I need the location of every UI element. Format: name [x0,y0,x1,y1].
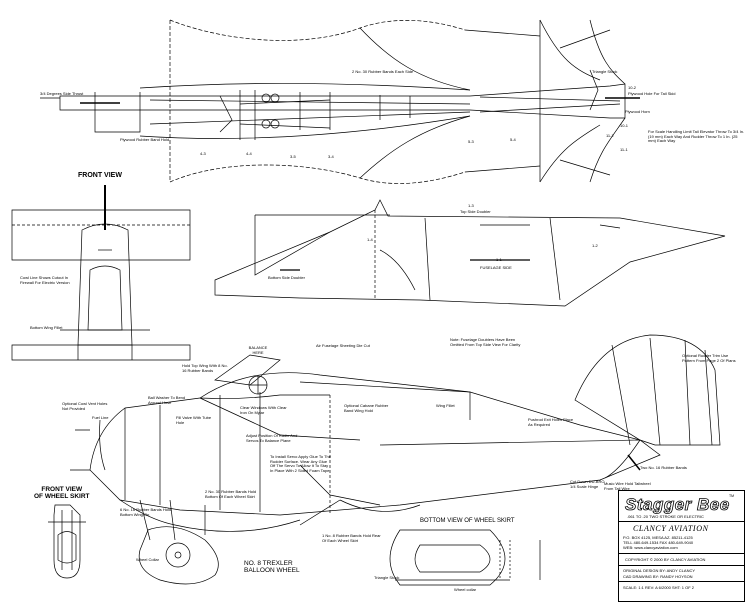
designer: ORIGINAL DESIGN BY: ANDY CLANCY [623,568,696,573]
side-view [70,334,721,585]
hold-top-wing-label: Hold Top Wing With 8 No. 16 Rubber Bands [182,363,228,373]
part-label: 11-2 [606,133,614,138]
bottom-view-title: BOTTOM VIEW OF WHEEL SKIRT [420,518,515,524]
part-label: 11-1 [620,147,628,152]
rubber-bands-note: 2 No. 30 Rubber Bands Each Side [352,69,414,74]
part-label: 10-2 [628,85,637,90]
part-label: 5-4 [510,137,516,142]
clear-windows-label: Clear Windows With Clear Iron On Mylar [240,405,287,415]
triangle-stock-label: Triangle Stock [592,69,618,74]
wheel-skirt-front [48,504,86,579]
wheel-collar-label: Wheel Collar [136,557,159,562]
fuel-line-label: Fuel Line [92,415,109,420]
music-wire-label: Music Wire Hold Tailwheel From Tail Wire [604,481,651,491]
fill-valve-label: Fill Valve With Tube Hole [176,415,212,425]
part-label: 10-1 [620,123,629,128]
wing-fillet-label: Wing Fillet [436,403,455,408]
wheel-name-label: NO. 8 TREXLER BALLOON WHEEL [244,560,300,574]
radio-position-label: Adjust Position Of Radio And Servos To B… [246,433,298,443]
plywood-rubber-band-hold: Plywood Rubber Band Hold [120,137,170,142]
bottom-side-doubler-label: Bottom Side Doubler [268,275,305,280]
front-view [11,185,191,361]
scale-handling-note: For Scale Handling Limit Tail Elevator T… [648,129,745,144]
fuselage-side-label: FUSELAGE SIDE [480,265,512,270]
part-label: 3-4 [328,154,334,159]
trim-tab-label: Optional Rudder Trim Use Pattern From Pa… [682,353,736,363]
part-label: 1-3 [468,203,474,208]
part-label: 3-5 [290,154,296,159]
plywood-hole-label: Plywood Hole For Tail Skid [628,91,676,96]
servo-note: To Install Servo Apply Glue To The Rudde… [270,454,331,473]
cad-drawer: CAD DRAWING BY: RANDY HOYSON [623,574,693,579]
triangle-stock-label-2: Triangle Stock [374,575,400,580]
stringers-note: Note: Fuselage Doublers Have Been Omitte… [450,337,521,347]
plywood-horn-label: Plywood Horn [625,109,650,114]
top-side-doubler-label: Top Side Doubler [460,209,491,214]
part-label: 1-2 [592,243,598,248]
wheel-band-note: 1 No. 8 Rubber Bands Hold Rear Of Each W… [322,533,381,543]
company-address: P.O. BOX 4125, MESA AZ. 85211-4125 [623,535,693,540]
wheel-bands-label: 2 No. 30 Rubber Bands Hold Bottom Of Eac… [205,489,257,499]
wheel-collar-label-2: Wheel collar [454,587,477,592]
bands-wing-label: 6 No. 16 Rubber Bands Hold Bottom Wing O… [120,507,172,517]
part-label: 1-4 [367,237,373,242]
fuselage-side-parts [214,199,726,307]
optional-cowl-label: Optional Cowl Vent Holes Not Provided [62,401,108,411]
pushrod-exit-label: Pushrod Exit Holes Place As Required [528,417,574,427]
engine-range: .061 TO .20 TWO STROKE OR ELECTRIC [627,514,704,519]
bottom-wing-fillet-label: Bottom Wing Fillet [30,325,63,330]
balance-label: BALANCE HERE [248,345,268,355]
wheel-front-view-title: FRONT VIEW OF WHEEL SKIRT [34,486,90,500]
thrust-note: 3/4 Degrees Side Thrust [40,91,84,96]
company-phone: TELL 480-649-1534 FAX 480-649-9040 [623,540,694,545]
part-label: 1-1 [496,257,502,262]
sheeting-note: Air Fuselage Sheeting Die Cut [316,343,370,348]
title-block: Stagger Bee TM .061 TO .20 TWO STROKE OR… [618,490,745,602]
optional-cabane-label: Optional Cabane Rubber Band Wing Hold [344,403,389,413]
front-view-title: FRONT VIEW [78,172,122,179]
top-view [40,19,640,184]
trademark: TM [729,494,735,498]
ball-washer-label: Ball Washer To Bend Around Hose [148,395,186,405]
scale-rev-sheet: SCALE: 1:1 REV: A 6/2000 SHT: 1 OF 2 [623,585,694,590]
copyright: COPYRIGHT © 2000 BY CLANCY AVIATION [625,557,706,562]
cut-down-label: Cut Down DU-BRO 1/4 Scale Hinge [570,479,605,489]
stagger-bee-logo: Stagger Bee [625,495,730,515]
cutout-note: Cowl Line Shows Cutout In Firewall For E… [20,275,70,285]
part-label: 4-3 [200,151,206,156]
wheel-skirt-bottom [389,529,541,586]
part-label: 5-3 [468,139,474,144]
rudder-horn-label: Two No. 16 Rubber Bands [640,465,687,470]
company-web: WEB: www.clancyaviation.com [623,545,678,550]
company-name: CLANCY AVIATION [633,524,709,533]
part-label: 4-4 [246,151,252,156]
